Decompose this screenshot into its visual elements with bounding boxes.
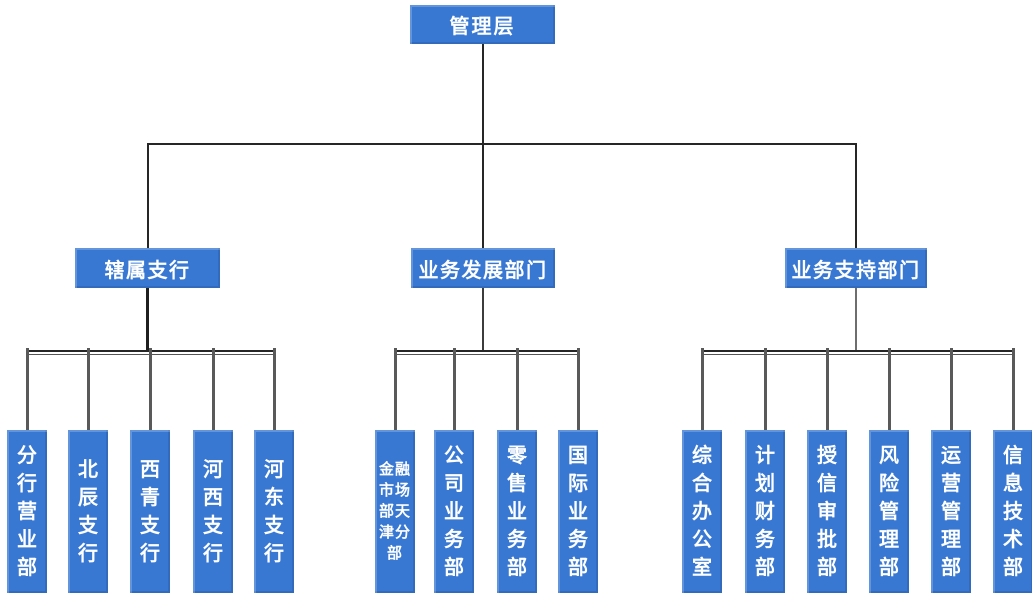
node-operations-management-dept: 运 营 管 理 部 (931, 430, 971, 593)
connector-rake-business-support (701, 350, 1015, 355)
connector-tick (826, 348, 829, 430)
node-label: 风 险 管 理 部 (879, 444, 899, 579)
node-subordinate-branches: 辖属支行 (75, 248, 220, 288)
node-label: 零 售 业 务 部 (507, 444, 527, 579)
node-credit-approval-dept: 授 信 审 批 部 (807, 430, 847, 593)
node-label: 金融 市场 部天 津分 部 (378, 461, 411, 562)
connector-tick (26, 348, 29, 430)
node-hexi-branch: 河 西 支 行 (193, 430, 233, 593)
connector-stem-branches (146, 288, 149, 351)
node-management-label: 管理层 (449, 16, 516, 38)
connector-stem-business-dev (482, 288, 484, 351)
node-financial-markets-tianjin: 金融 市场 部天 津分 部 (375, 430, 415, 593)
node-business-development: 业务发展部门 (411, 248, 555, 288)
node-corporate-business-dept: 公 司 业 务 部 (434, 430, 474, 593)
connector-tick (701, 348, 704, 430)
node-management: 管理层 (410, 5, 555, 44)
node-information-technology-dept: 信 息 技 术 部 (993, 430, 1032, 593)
connector-rake-business-dev (394, 350, 579, 355)
connector-tick (394, 348, 397, 430)
node-business-support-label: 业务支持部门 (791, 259, 921, 282)
node-label: 分 行 营 业 部 (17, 444, 37, 579)
node-label: 北 辰 支 行 (78, 458, 98, 565)
connector-tick (1012, 348, 1015, 430)
connector-tick (453, 348, 456, 430)
connector-tick (764, 348, 767, 430)
node-label: 授 信 审 批 部 (817, 444, 837, 579)
connector-drop-business-dev (482, 143, 484, 248)
node-label: 河 西 支 行 (203, 458, 223, 565)
node-international-business-dept: 国 际 业 务 部 (558, 430, 598, 593)
node-label: 运 营 管 理 部 (941, 444, 961, 579)
node-label: 国 际 业 务 部 (568, 444, 588, 579)
connector-tick (87, 348, 90, 430)
connector-tick (212, 348, 215, 430)
node-subordinate-branches-label: 辖属支行 (104, 259, 191, 282)
connector-main-horizontal (147, 143, 857, 145)
node-label: 河 东 支 行 (264, 458, 284, 565)
node-general-office: 综 合 办 公 室 (682, 430, 722, 593)
connector-tick (888, 348, 891, 430)
node-hedong-branch: 河 东 支 行 (254, 430, 294, 593)
connector-stem-business-support (855, 288, 857, 351)
node-label: 信 息 技 术 部 (1003, 444, 1023, 579)
node-business-support: 业务支持部门 (785, 248, 927, 288)
node-label: 综 合 办 公 室 (692, 444, 712, 579)
connector-tick (577, 348, 580, 430)
node-xiqing-branch: 西 青 支 行 (130, 430, 170, 593)
node-beichen-branch: 北 辰 支 行 (68, 430, 108, 593)
node-label: 公 司 业 务 部 (444, 444, 464, 579)
node-planning-finance-dept: 计 划 财 务 部 (745, 430, 785, 593)
connector-tick (273, 348, 276, 430)
node-business-development-label: 业务发展部门 (418, 259, 548, 282)
connector-tick (516, 348, 519, 430)
connector-drop-branches (147, 143, 149, 248)
node-label: 计 划 财 务 部 (755, 444, 775, 579)
connector-tick (950, 348, 953, 430)
node-branch-operations-dept: 分 行 营 业 部 (7, 430, 47, 593)
connector-root-stem (482, 44, 484, 143)
node-risk-management-dept: 风 险 管 理 部 (869, 430, 909, 593)
node-label: 西 青 支 行 (140, 458, 160, 565)
connector-tick (149, 348, 152, 430)
node-retail-business-dept: 零 售 业 务 部 (497, 430, 537, 593)
connector-drop-business-support (855, 143, 857, 248)
